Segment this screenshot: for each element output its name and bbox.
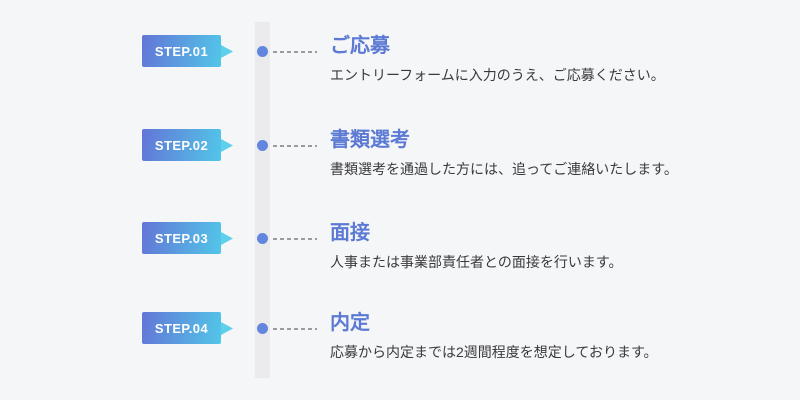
step-badge: STEP.02 (142, 129, 221, 161)
dashed-connector (273, 145, 317, 147)
badge-arrow-icon (221, 232, 233, 245)
timeline-dot-icon (257, 323, 268, 334)
badge-arrow-icon (221, 139, 233, 152)
dashed-connector (273, 328, 317, 330)
step-badge-label: STEP.03 (154, 231, 209, 246)
step-title: 書類選考 (330, 129, 410, 151)
process-step-1: STEP.01 ご応募 エントリーフォームに入力のうえ、ご応募ください。 (0, 35, 800, 83)
step-content: 書類選考 書類選考を通過した方には、追ってご連絡いたします。 (330, 129, 770, 178)
step-description: 書類選考を通過した方には、追ってご連絡いたします。 (330, 161, 678, 177)
badge-arrow-icon (221, 45, 233, 58)
step-title: 内定 (330, 312, 370, 334)
dashed-connector (273, 51, 317, 53)
timeline-vertical-bar (255, 22, 270, 378)
step-badge-label: STEP.01 (154, 44, 209, 59)
dashed-connector (273, 238, 317, 240)
step-badge-label: STEP.02 (154, 138, 209, 153)
badge-arrow-icon (221, 322, 233, 335)
step-description: 応募から内定までは2週間程度を想定しております。 (330, 344, 658, 360)
step-title: ご応募 (330, 35, 390, 57)
step-content: ご応募 エントリーフォームに入力のうえ、ご応募ください。 (330, 35, 770, 84)
process-step-2: STEP.02 書類選考 書類選考を通過した方には、追ってご連絡いたします。 (0, 129, 800, 177)
step-content: 面接 人事または事業部責任者との面接を行います。 (330, 222, 770, 271)
step-description: エントリーフォームに入力のうえ、ご応募ください。 (330, 67, 665, 83)
step-badge: STEP.03 (142, 222, 221, 254)
process-step-3: STEP.03 面接 人事または事業部責任者との面接を行います。 (0, 222, 800, 270)
timeline-dot-icon (257, 140, 268, 151)
step-badge: STEP.01 (142, 35, 221, 67)
step-badge: STEP.04 (142, 312, 221, 344)
timeline-dot-icon (257, 233, 268, 244)
step-content: 内定 応募から内定までは2週間程度を想定しております。 (330, 312, 770, 361)
step-description: 人事または事業部責任者との面接を行います。 (330, 254, 623, 270)
timeline-dot-icon (257, 46, 268, 57)
step-badge-label: STEP.04 (154, 321, 209, 336)
process-step-4: STEP.04 内定 応募から内定までは2週間程度を想定しております。 (0, 312, 800, 360)
step-title: 面接 (330, 222, 370, 244)
